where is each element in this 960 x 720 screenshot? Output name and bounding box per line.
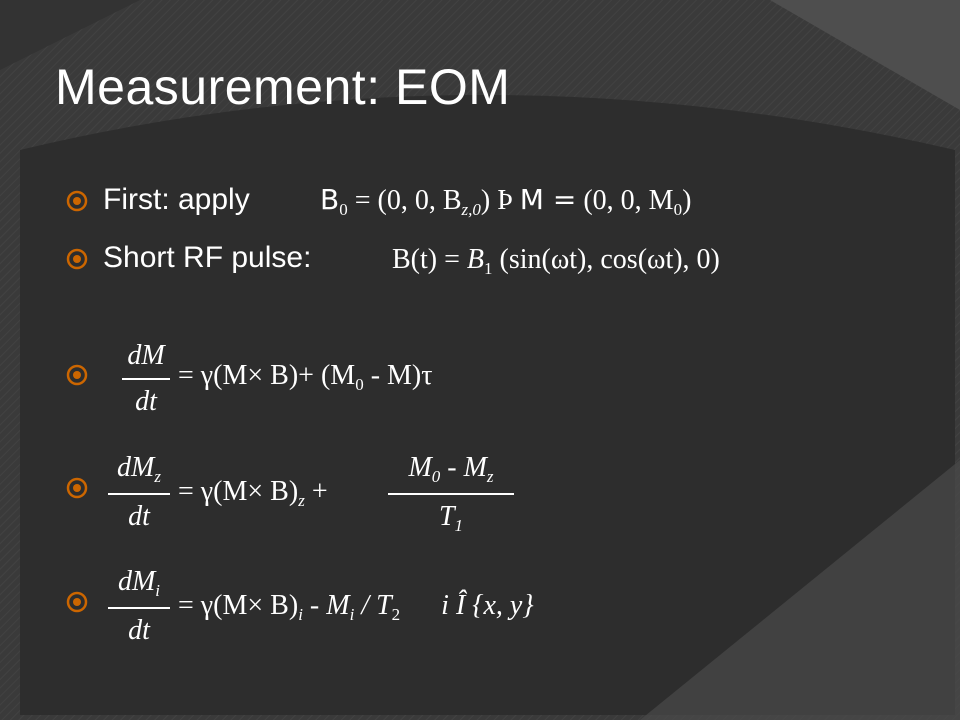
eq4-derivative: dMz dt bbox=[108, 452, 170, 533]
eq3-derivative: dM dt bbox=[122, 340, 170, 418]
equation-static-field: B0 = (0, 0, Bz,0) Þ M = (0, 0, M0) bbox=[320, 183, 692, 219]
equation-rf-field: B(t) = B1 (sin(ωt), cos(ωt), 0) bbox=[392, 244, 720, 278]
bullet-first-apply: First: apply bbox=[103, 183, 250, 216]
target-bullet-icon bbox=[66, 190, 88, 212]
equation-bloch: = γ(M× B)+ (M0 - M)τ bbox=[178, 360, 433, 394]
eq4-relaxation-fraction: M0 - Mz T1 bbox=[388, 452, 514, 536]
equation-longitudinal: = γ(M× B)z + bbox=[178, 476, 328, 510]
target-bullet-icon bbox=[66, 591, 88, 613]
target-bullet-icon bbox=[66, 477, 88, 499]
slide-title: Measurement: EOM bbox=[55, 59, 511, 115]
target-bullet-icon bbox=[66, 248, 88, 270]
eq5-derivative: dMi dt bbox=[108, 566, 170, 647]
target-bullet-icon bbox=[66, 364, 88, 386]
bullet-short-rf-pulse: Short RF pulse: bbox=[103, 241, 312, 274]
equation-transverse: = γ(M× B)i - Mi / T2 i Î {x, y} bbox=[178, 590, 534, 624]
